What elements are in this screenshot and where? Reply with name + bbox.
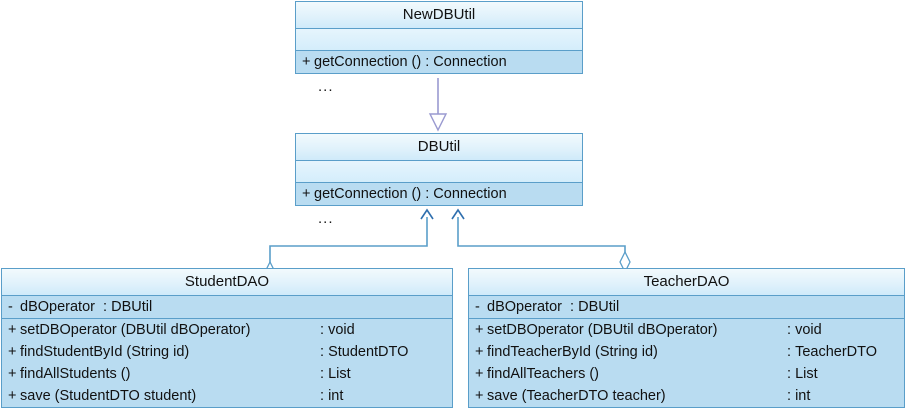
visibility-marker: + [302, 54, 311, 70]
attribute-type: DBUtil [578, 299, 620, 315]
operation-return-type: int [795, 388, 811, 404]
operation-return: : int [787, 385, 810, 407]
attribute-name: dBOperator [20, 299, 95, 315]
operation-signature: getConnection () [314, 186, 422, 202]
operation-signature: findAllTeachers () [487, 366, 600, 382]
visibility-marker: - [475, 299, 480, 315]
attribute-row[interactable]: -dBOperator : DBUtil [2, 296, 452, 318]
operation-separator: : [787, 344, 796, 360]
operation-row[interactable]: +save (TeacherDTO teacher): int [469, 385, 904, 407]
operation-signature: save (StudentDTO student) [20, 388, 197, 404]
operation-return-type: Connection [433, 54, 507, 70]
operation-row[interactable]: +findAllStudents (): List [2, 363, 452, 385]
operation-separator: : [320, 366, 329, 382]
operation-return-type: List [795, 366, 818, 382]
operation-signature: findAllStudents () [20, 366, 131, 382]
class-name-dbutil: DBUtil [296, 134, 582, 160]
class-attributes-teacherdao: -dBOperator : DBUtil [469, 295, 904, 318]
operation-separator: : [787, 366, 796, 382]
operation-return: : void [320, 319, 355, 341]
operation-row[interactable]: +findStudentById (String id): StudentDTO [2, 341, 452, 363]
class-operations-newdbutil: +getConnection () : Connection [296, 50, 582, 73]
operation-row[interactable]: +getConnection () : Connection [296, 51, 582, 73]
class-box-newdbutil[interactable]: NewDBUtil +getConnection () : Connection [295, 1, 583, 74]
operation-separator: : [421, 54, 434, 70]
class-name-studentdao: StudentDAO [2, 269, 452, 295]
operation-signature: findStudentById (String id) [20, 344, 190, 360]
operation-return-type: void [795, 322, 822, 338]
operation-return: : List [787, 363, 818, 385]
visibility-marker: + [8, 388, 17, 404]
operation-return: : TeacherDTO [787, 341, 877, 363]
operation-row[interactable]: +save (StudentDTO student): int [2, 385, 452, 407]
operation-separator: : [320, 322, 329, 338]
visibility-marker: + [8, 322, 17, 338]
ellipsis-dbutil: ... [318, 210, 334, 227]
class-name-teacherdao: TeacherDAO [469, 269, 904, 295]
class-name-newdbutil: NewDBUtil [296, 2, 582, 28]
operation-signature: setDBOperator (DBUtil dBOperator) [20, 322, 251, 338]
class-attributes-dbutil [296, 160, 582, 182]
visibility-marker: + [475, 388, 484, 404]
operation-return-type: int [328, 388, 344, 404]
attribute-separator: : [94, 299, 112, 315]
operation-return: : StudentDTO [320, 341, 408, 363]
attribute-row[interactable]: -dBOperator : DBUtil [469, 296, 904, 318]
operation-signature: setDBOperator (DBUtil dBOperator) [487, 322, 718, 338]
attribute-separator: : [561, 299, 579, 315]
operation-separator: : [320, 344, 329, 360]
visibility-marker: + [475, 344, 484, 360]
attribute-type: DBUtil [111, 299, 153, 315]
operation-row[interactable]: +findTeacherById (String id): TeacherDTO [469, 341, 904, 363]
class-attributes-newdbutil [296, 28, 582, 50]
class-operations-dbutil: +getConnection () : Connection [296, 182, 582, 205]
operation-return: : int [320, 385, 343, 407]
visibility-marker: + [8, 344, 17, 360]
operation-return-type: Connection [433, 186, 507, 202]
class-attributes-studentdao: -dBOperator : DBUtil [2, 295, 452, 318]
operation-row[interactable]: +findAllTeachers (): List [469, 363, 904, 385]
operation-return-type: TeacherDTO [795, 344, 877, 360]
visibility-marker: + [302, 186, 311, 202]
operation-separator: : [320, 388, 329, 404]
class-box-teacherdao[interactable]: TeacherDAO -dBOperator : DBUtil +setDBOp… [468, 268, 905, 408]
operation-signature: findTeacherById (String id) [487, 344, 658, 360]
operation-signature: save (TeacherDTO teacher) [487, 388, 666, 404]
operation-signature: getConnection () [314, 54, 422, 70]
operation-return: : List [320, 363, 351, 385]
operation-separator: : [787, 388, 796, 404]
operation-row[interactable]: +setDBOperator (DBUtil dBOperator): void [2, 319, 452, 341]
class-box-dbutil[interactable]: DBUtil +getConnection () : Connection [295, 133, 583, 206]
generalization-newdbutil-to-dbutil [428, 78, 448, 132]
operation-separator: : [787, 322, 796, 338]
operation-row[interactable]: +setDBOperator (DBUtil dBOperator): void [469, 319, 904, 341]
operation-return-type: List [328, 366, 351, 382]
class-box-studentdao[interactable]: StudentDAO -dBOperator : DBUtil +setDBOp… [1, 268, 453, 408]
operation-return-type: void [328, 322, 355, 338]
visibility-marker: - [8, 299, 13, 315]
visibility-marker: + [475, 322, 484, 338]
operation-return: : void [787, 319, 822, 341]
operation-return-type: StudentDTO [328, 344, 409, 360]
visibility-marker: + [8, 366, 17, 382]
ellipsis-newdbutil: ... [318, 78, 334, 95]
visibility-marker: + [475, 366, 484, 382]
class-operations-teacherdao: +setDBOperator (DBUtil dBOperator): void… [469, 318, 904, 407]
attribute-name: dBOperator [487, 299, 562, 315]
aggregation-teacherdao-to-dbutil [451, 208, 631, 274]
operation-row[interactable]: +getConnection () : Connection [296, 183, 582, 205]
operation-separator: : [421, 186, 434, 202]
class-operations-studentdao: +setDBOperator (DBUtil dBOperator): void… [2, 318, 452, 407]
